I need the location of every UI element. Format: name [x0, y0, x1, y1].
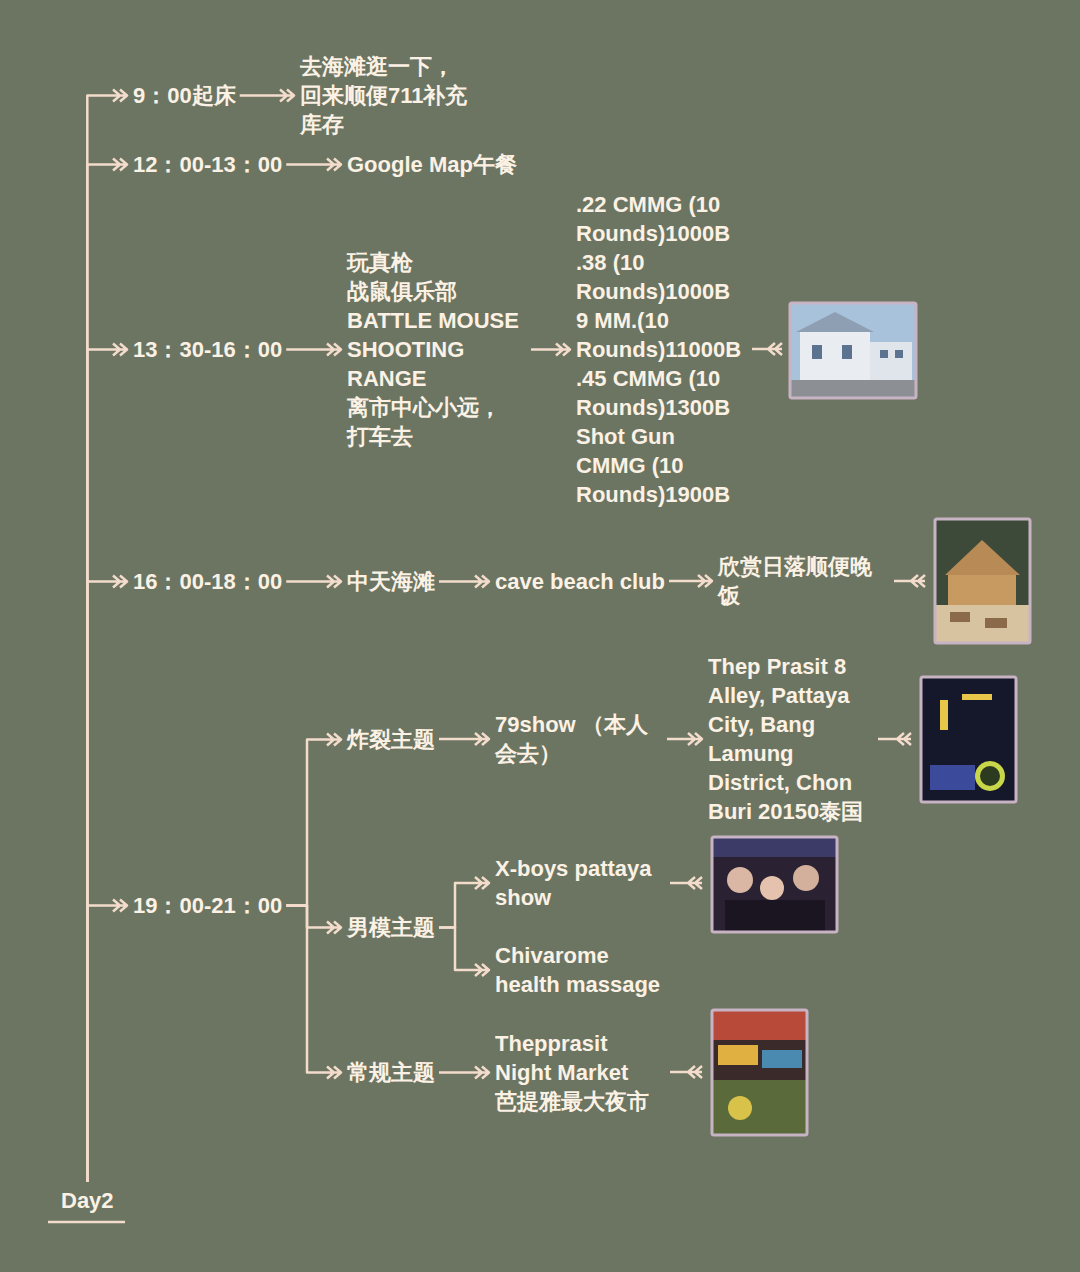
- leader-lines: [48, 343, 925, 1222]
- activity-node: 去海滩逛一下， 回来顺便711补充 库存: [300, 52, 485, 139]
- address-node: Thep Prasit 8 Alley, Pattaya City, Bang …: [708, 652, 870, 826]
- connector: [286, 734, 341, 906]
- connector: [439, 877, 489, 928]
- connector: [286, 906, 341, 1079]
- connector: [286, 576, 341, 588]
- connector: [439, 1067, 489, 1079]
- place-node: Chivarome health massage: [495, 941, 667, 999]
- node-text: 9：00起床: [133, 81, 236, 110]
- price-list: .22 CMMG (10 Rounds)1000B .38 (10 Rounds…: [576, 190, 746, 509]
- day-root: Day2: [61, 1186, 114, 1215]
- leader-line: [670, 1066, 702, 1078]
- leader-line: [894, 575, 925, 587]
- node-text: Day2: [61, 1186, 114, 1215]
- node-text: 玩真枪 战鼠俱乐部 BATTLE MOUSE SHOOTING RANGE 离市…: [347, 248, 527, 451]
- photo-thumbnail: [790, 303, 916, 398]
- connector: [531, 344, 570, 356]
- time-node: 9：00起床: [133, 81, 236, 110]
- node-text: Thepprasit Night Market 芭提雅最大夜市: [495, 1029, 667, 1116]
- place-node: 中天海滩: [347, 567, 435, 596]
- connector: [87, 576, 127, 1183]
- place-node: cave beach club: [495, 567, 665, 596]
- connector: [87, 90, 127, 1183]
- connector: [286, 159, 341, 171]
- place-node: Thepprasit Night Market 芭提雅最大夜市: [495, 1029, 667, 1116]
- theme-node: 常规主题: [347, 1058, 435, 1087]
- connector: [439, 733, 489, 745]
- node-text: Chivarome health massage: [495, 941, 667, 999]
- photo-thumbnail: [712, 837, 837, 932]
- connector: [669, 575, 712, 587]
- connector: [286, 906, 341, 934]
- time-node: 12：00-13：00: [133, 150, 282, 179]
- day-underline: [48, 1221, 125, 1224]
- connector: [286, 344, 341, 356]
- theme-node: 男模主题: [347, 913, 435, 942]
- node-text: 男模主题: [347, 913, 435, 942]
- node-text: cave beach club: [495, 567, 665, 596]
- activity-node: 玩真枪 战鼠俱乐部 BATTLE MOUSE SHOOTING RANGE 离市…: [347, 248, 527, 451]
- node-text: .22 CMMG (10 Rounds)1000B .38 (10 Rounds…: [576, 190, 746, 509]
- node-text: Google Map午餐: [347, 150, 517, 179]
- node-text: 79show （本人 会去）: [495, 710, 663, 768]
- activity-node: Google Map午餐: [347, 150, 517, 179]
- time-node: 16：00-18：00: [133, 567, 282, 596]
- node-text: 炸裂主题: [347, 725, 435, 754]
- connector: [87, 344, 127, 1183]
- connector: [87, 900, 127, 1183]
- connector: [667, 733, 702, 745]
- activity-node: 欣赏日落顺便晚 饭: [718, 552, 890, 610]
- leader-line: [878, 733, 911, 745]
- node-text: 19：00-21：00: [133, 891, 282, 920]
- connector: [240, 90, 294, 102]
- time-node: 13：30-16：00: [133, 335, 282, 364]
- node-text: 欣赏日落顺便晚 饭: [718, 552, 890, 610]
- node-text: 中天海滩: [347, 567, 435, 596]
- connector: [439, 576, 489, 588]
- photo-thumbnail: [712, 1010, 807, 1135]
- time-node: 19：00-21：00: [133, 891, 282, 920]
- leader-line: [752, 343, 782, 355]
- node-text: Thep Prasit 8 Alley, Pattaya City, Bang …: [708, 652, 870, 826]
- node-text: 常规主题: [347, 1058, 435, 1087]
- leader-line: [670, 877, 702, 889]
- node-text: 12：00-13：00: [133, 150, 282, 179]
- place-node: X-boys pattaya show: [495, 854, 667, 912]
- node-text: X-boys pattaya show: [495, 854, 667, 912]
- photo-thumbnail: [921, 677, 1016, 802]
- place-node: 79show （本人 会去）: [495, 710, 663, 768]
- connector: [87, 159, 127, 1183]
- node-text: 16：00-18：00: [133, 567, 282, 596]
- photo-thumbnail: [935, 519, 1030, 643]
- node-text: 去海滩逛一下， 回来顺便711补充 库存: [300, 52, 485, 139]
- theme-node: 炸裂主题: [347, 725, 435, 754]
- connector: [439, 928, 489, 977]
- node-text: 13：30-16：00: [133, 335, 282, 364]
